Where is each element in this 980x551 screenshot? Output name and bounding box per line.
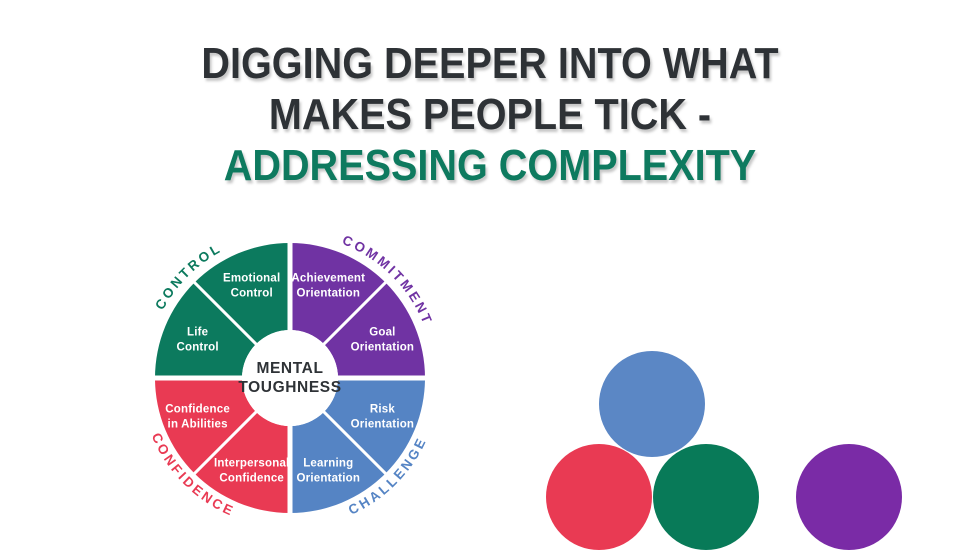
red-circle	[546, 444, 652, 550]
life-control-label-line2: Control	[176, 342, 218, 354]
confidence-in-abilities-label-line1: Confidence	[165, 403, 230, 415]
slide-title: DIGGING DEEPER INTO WHAT MAKES PEOPLE TI…	[49, 38, 931, 191]
mental-toughness-wheel: MENTAL TOUGHNESS Emotional Control Life …	[149, 232, 433, 519]
learning-orientation-label-line2: Orientation	[297, 472, 361, 484]
emotional-control-label-line2: Control	[231, 288, 273, 300]
learning-orientation-label-line1: Learning	[303, 457, 353, 469]
blue-circle	[599, 351, 705, 457]
risk-orientation-label-line2: Orientation	[351, 418, 415, 430]
goal-orientation-label-line1: Goal	[369, 327, 395, 339]
achievement-orientation-label-line2: Orientation	[297, 288, 361, 300]
center-hub	[242, 330, 338, 426]
circle-cluster	[546, 351, 902, 550]
achievement-orientation-label-line1: Achievement	[291, 273, 365, 285]
interpersonal-confidence-label-line1: Interpersonal	[214, 457, 289, 469]
confidence-in-abilities-label-line2: in Abilities	[168, 418, 228, 430]
purple-circle	[796, 444, 902, 550]
interpersonal-confidence-label-line2: Confidence	[219, 472, 284, 484]
goal-orientation-label-line2: Orientation	[351, 342, 415, 354]
title-line-2: MAKES PEOPLE TICK -	[268, 90, 712, 139]
life-control-label-line1: Life	[187, 327, 208, 339]
center-label-line1: MENTAL	[256, 360, 323, 377]
emotional-control-label-line1: Emotional	[223, 273, 280, 285]
green-circle	[653, 444, 759, 550]
title-line-3: ADDRESSING COMPLEXITY	[223, 141, 757, 190]
title-line-1: DIGGING DEEPER INTO WHAT	[201, 39, 779, 88]
center-label-line2: TOUGHNESS	[238, 379, 341, 396]
risk-orientation-label-line1: Risk	[370, 403, 395, 415]
